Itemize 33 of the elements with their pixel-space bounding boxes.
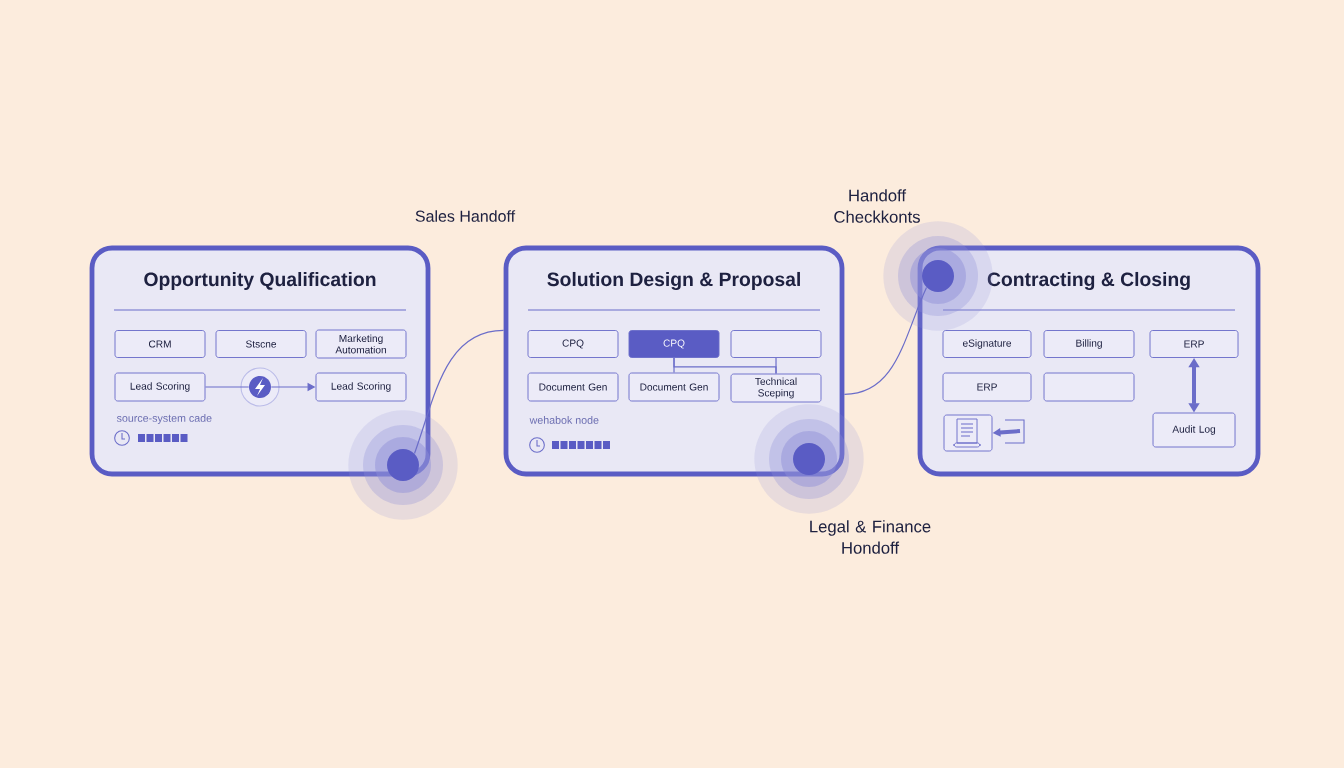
system-box: ERP [942,372,1032,402]
system-box: Technical Sceping [730,373,822,403]
system-box: Billing [1043,330,1135,358]
connector [775,357,777,375]
connector [204,386,250,388]
note-text: wehabok node [529,416,599,424]
note-text: source-system cade [116,414,212,424]
system-box: Lead Scoring [315,372,407,402]
connector [413,329,505,455]
stage-label: Sales Handoff [415,210,516,222]
panel-heading: Opportunity Qualification [144,272,376,290]
system-box [730,330,822,358]
system-box: Document Gen [527,372,619,402]
system-box: Document Gen [628,372,720,402]
system-box: ERP [1149,330,1239,358]
handoff-dot [348,410,458,520]
handoff-label: Handoff Checkkonts [834,189,920,223]
lightning-circle [240,367,280,407]
system-box: CRM [114,330,206,358]
connector [843,286,928,395]
system-box-highlighted: CPQ [628,330,720,358]
system-box: Stscne [215,330,307,358]
panel-heading: Contracting & Closing [987,271,1190,291]
handoff-label: Legal & Finance Hondoff [810,520,931,554]
system-box [1043,372,1135,402]
document-icon [943,414,993,452]
system-box: eSignature [942,330,1032,358]
handoff-dot [754,404,864,514]
system-box: Lead Scoring [114,372,206,402]
system-box: Marketing Automation [315,329,407,359]
system-box: CPQ [527,330,619,358]
system-box: Audit Log [1152,412,1236,448]
panel-heading: Solution Design & Proposal [547,271,800,291]
